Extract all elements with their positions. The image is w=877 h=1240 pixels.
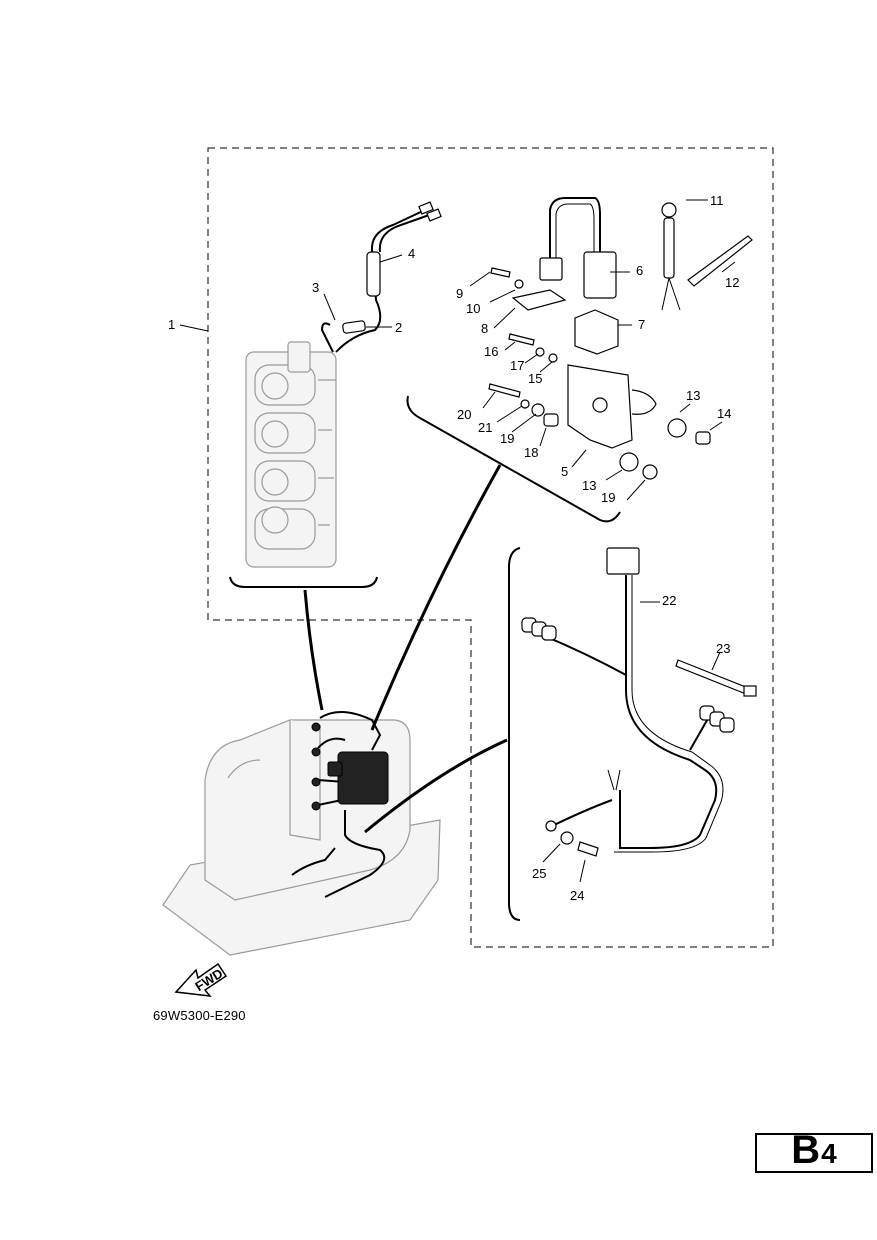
fwd-arrow: FWD <box>174 962 228 997</box>
callout-11: 11 <box>710 193 724 208</box>
thermo-sensor-wire <box>320 201 442 353</box>
harness-group-bracket-line <box>508 547 521 921</box>
callout-4: 4 <box>408 246 415 261</box>
section-letter: B <box>791 1128 821 1172</box>
callout-7: 7 <box>638 317 645 332</box>
callout-6: 6 <box>636 263 643 278</box>
assembly-boundary <box>207 147 774 948</box>
callout-25: 25 <box>532 866 546 881</box>
callout-1: 1 <box>168 317 175 332</box>
callout-10: 10 <box>466 301 480 316</box>
diagram-reference-code: 69W5300-E290 <box>153 1008 246 1023</box>
link-harness <box>364 738 508 834</box>
callout-19: 19 <box>601 490 615 505</box>
section-number: 4 <box>821 1138 837 1169</box>
callout-17: 17 <box>510 358 524 373</box>
carburetor-assembly <box>245 341 337 568</box>
callout-5: 5 <box>561 464 568 479</box>
ignition-group-bracket-line <box>406 395 621 523</box>
callout-16: 16 <box>484 344 498 359</box>
carburetor-bracket-line <box>229 576 378 588</box>
callout-14: 14 <box>717 406 731 421</box>
callout-20: 20 <box>457 407 471 422</box>
callout-18: 18 <box>524 445 538 460</box>
wire-harness <box>521 547 757 857</box>
callout-19: 19 <box>500 431 514 446</box>
callout-9: 9 <box>456 286 463 301</box>
engine-wiring <box>291 711 389 898</box>
ignition-parts <box>488 197 753 480</box>
callout-13: 13 <box>582 478 596 493</box>
callout-8: 8 <box>481 321 488 336</box>
callout-2: 2 <box>395 320 402 335</box>
callout-numbers: 1 2 3 4 5 6 7 8 9 10 11 12 13 13 14 15 1… <box>168 193 739 903</box>
engine-block <box>162 719 441 956</box>
leader-lines <box>179 199 736 883</box>
callout-3: 3 <box>312 280 319 295</box>
callout-23: 23 <box>716 641 730 656</box>
section-badge: B 4 <box>755 1128 873 1173</box>
callout-22: 22 <box>662 593 676 608</box>
callout-24: 24 <box>570 888 584 903</box>
link-ignition <box>370 464 502 731</box>
link-carburetor <box>303 589 324 711</box>
callout-21: 21 <box>478 420 492 435</box>
callout-13: 13 <box>686 388 700 403</box>
callout-15: 15 <box>528 371 542 386</box>
callout-12: 12 <box>725 275 739 290</box>
